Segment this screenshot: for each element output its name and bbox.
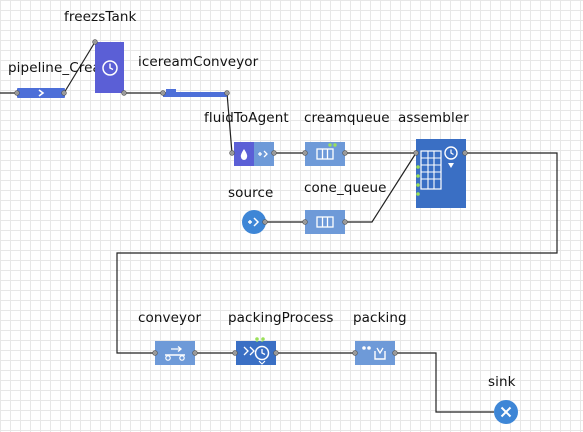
port [152,350,158,356]
drop-to-agent-icon [234,142,274,166]
port [462,150,468,156]
port [273,350,279,356]
chevron-right-icon [38,89,45,97]
port [160,90,166,96]
assembler-block[interactable] [416,139,466,208]
conveyor-block[interactable] [155,341,195,365]
cone-queue-block[interactable] [305,210,345,234]
port [413,150,419,156]
port [302,150,308,156]
sink-block[interactable] [494,400,518,424]
port [262,219,268,225]
conveyor-label: conveyor [138,310,202,326]
queue-icon [316,216,334,228]
delay-clock-icon [243,341,270,365]
sink-label: sink [488,374,516,390]
packing-block[interactable] [355,341,395,365]
port [352,350,358,356]
connector-pipeline-freezstank[interactable] [63,41,96,94]
conveyor-cart-icon [165,346,185,361]
packingprocess-indicators [255,337,265,341]
port [61,90,67,96]
port [271,150,277,156]
port [192,350,198,356]
connector-icecreamconveyor-fluidtoagent[interactable] [226,92,233,154]
clock-icon [102,60,118,76]
port [392,350,398,356]
packing-label: packing [353,310,407,326]
queue-icon [316,143,337,160]
port [224,90,230,96]
port [302,219,308,225]
freezstank-label: freezsTank [64,9,137,25]
source-block[interactable] [242,210,266,234]
port [342,219,348,225]
port [232,350,238,356]
port [14,90,20,96]
sink-x-icon [500,406,512,418]
connector-conequeue-assembler[interactable] [345,152,417,223]
port [342,150,348,156]
pipeline-block[interactable] [17,88,65,98]
icecreamconveyor-block[interactable] [163,89,227,98]
fluidtoagent-block[interactable] [234,142,274,166]
port [229,150,235,156]
icecreamconveyor-label: icereamConveyor [138,54,259,70]
port [121,90,127,96]
connector-assembler-conveyor[interactable] [116,152,558,354]
creamqueue-label: creamqueue [304,110,390,126]
packingprocess-label: packingProcess [228,310,334,326]
connector-packing-sink[interactable] [395,352,494,413]
pipeline-label: pipeline_Cream [8,60,97,76]
assembler-label: assembler [398,110,469,126]
port [92,39,98,45]
batch-icon [362,346,386,360]
fluidtoagent-label: fluidToAgent [204,110,289,126]
source-label: source [228,185,274,201]
freezstank-block[interactable] [95,42,124,93]
assembler-clock-icon [416,146,458,196]
conveyor-bar-icon [163,89,227,97]
creamqueue-block[interactable] [305,142,345,166]
cone-queue-label: cone_queue [304,180,387,196]
source-icon [248,217,260,227]
packingprocess-block[interactable] [236,341,276,365]
